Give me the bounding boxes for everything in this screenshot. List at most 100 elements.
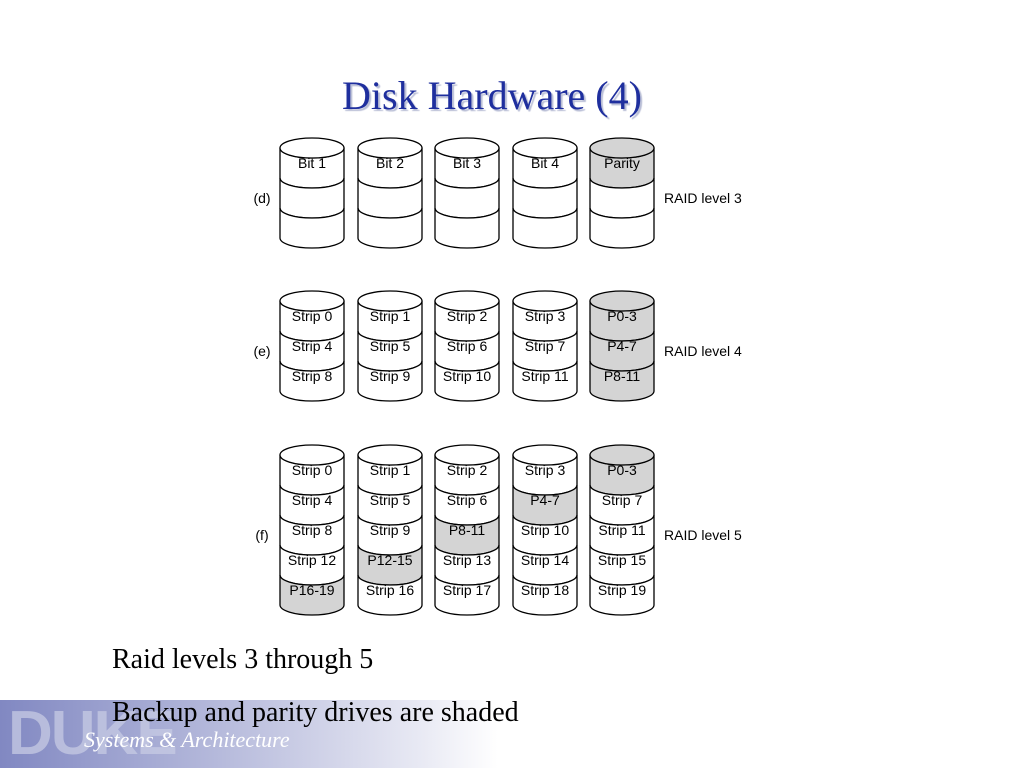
segment-label: Strip 12	[288, 552, 336, 568]
segment-label: Strip 6	[447, 338, 488, 354]
segment-label: Strip 17	[443, 582, 491, 598]
segment-label: P12-15	[367, 552, 412, 568]
segment-label: Strip 15	[598, 552, 646, 568]
segment-label: Strip 1	[370, 308, 411, 324]
disk-segment	[512, 207, 578, 249]
segment-label: Strip 8	[292, 522, 333, 538]
disk-segment	[279, 207, 345, 249]
segment-label: Strip 0	[292, 462, 333, 478]
disk-1: Strip 0 Strip 4 Strip 8	[279, 290, 345, 402]
disk-top-cap	[589, 290, 655, 312]
segment-label: Strip 4	[292, 338, 333, 354]
disk-segment	[357, 360, 423, 402]
segment-label: Strip 3	[525, 462, 566, 478]
row-label: (d)	[253, 190, 270, 206]
disk-1: Strip 0 Strip 4 Strip 8 Strip 12 P16-19	[279, 444, 345, 616]
segment-label: Strip 5	[370, 492, 411, 508]
disk-segment	[512, 360, 578, 402]
segment-label: Bit 2	[376, 155, 404, 171]
segment-label: Strip 8	[292, 368, 333, 384]
segment-label: Strip 2	[447, 462, 488, 478]
row-label: (e)	[253, 343, 270, 359]
segment-label: Strip 19	[598, 582, 646, 598]
segment-label: Strip 7	[602, 492, 643, 508]
segment-label: Strip 11	[521, 368, 568, 384]
segment-label: Strip 11	[598, 522, 645, 538]
segment-label: Strip 14	[521, 552, 569, 568]
segment-label: Strip 0	[292, 308, 333, 324]
parity-segment	[279, 574, 345, 616]
footer-text: Systems & Architecture	[84, 727, 290, 752]
segment-label: Strip 10	[521, 522, 569, 538]
row-label: (f)	[255, 527, 268, 543]
segment-label: Bit 3	[453, 155, 481, 171]
disk-segment	[589, 574, 655, 616]
segment-label: Bit 1	[298, 155, 326, 171]
segment-label: P16-19	[289, 582, 334, 598]
disk-2: Bit 2	[357, 137, 423, 249]
disk-segment	[357, 574, 423, 616]
disk-top-cap	[434, 290, 500, 312]
segment-label: P8-11	[604, 368, 641, 384]
footer-band	[0, 700, 498, 768]
segment-label: Strip 6	[447, 492, 488, 508]
segment-label: Strip 4	[292, 492, 333, 508]
segment-label: Strip 7	[525, 338, 566, 354]
segment-label: Strip 2	[447, 308, 488, 324]
slide-title: Disk Hardware (4)	[342, 73, 642, 118]
segment-label: Strip 9	[370, 368, 411, 384]
disk-5: P0-3P4-7P8-11	[589, 290, 655, 402]
segment-label: Strip 18	[521, 582, 569, 598]
segment-label: Strip 10	[443, 368, 491, 384]
disk-1: Bit 1	[279, 137, 345, 249]
disk-top-cap	[279, 444, 345, 466]
disk-segment	[434, 574, 500, 616]
disk-top-cap	[512, 137, 578, 159]
raid-level-label: RAID level 3	[664, 190, 742, 206]
segment-label: Bit 4	[531, 155, 559, 171]
disk-4: Bit 4	[512, 137, 578, 249]
segment-label: P0-3	[607, 462, 637, 478]
segment-label: P4-7	[607, 338, 637, 354]
disk-segment	[279, 360, 345, 402]
disk-segment	[357, 207, 423, 249]
footer-logo: DUKE	[8, 699, 178, 768]
disk-3: Bit 3	[434, 137, 500, 249]
disk-top-cap	[589, 444, 655, 466]
disk-2: Strip 1 Strip 5 Strip 9	[357, 290, 423, 402]
disk-3: Strip 2 Strip 6 Strip 10	[434, 290, 500, 402]
disk-top-cap	[357, 137, 423, 159]
disk-top-cap	[512, 444, 578, 466]
disk-top-cap	[512, 290, 578, 312]
disk-top-cap	[434, 444, 500, 466]
disk-top-cap	[589, 137, 655, 159]
segment-label: Strip 1	[370, 462, 411, 478]
disk-top-cap	[357, 290, 423, 312]
segment-label: P8-11	[449, 522, 486, 538]
disk-segment	[589, 207, 655, 249]
disk-top-cap	[357, 444, 423, 466]
segment-label: Strip 16	[366, 582, 414, 598]
segment-label: P0-3	[607, 308, 637, 324]
disk-top-cap	[279, 290, 345, 312]
segment-label: Strip 5	[370, 338, 411, 354]
disk-top-cap	[434, 137, 500, 159]
raid-level-label: RAID level 4	[664, 343, 742, 359]
disk-segment	[512, 574, 578, 616]
segment-label: Strip 13	[443, 552, 491, 568]
parity-segment	[589, 360, 655, 402]
segment-label: P4-7	[530, 492, 560, 508]
disk-segment	[434, 360, 500, 402]
bullet-raid-levels: Raid levels 3 through 5	[112, 644, 374, 675]
bullet-shaded-drives: Backup and parity drives are shaded	[112, 697, 519, 728]
raid-level-label: RAID level 5	[664, 527, 742, 543]
